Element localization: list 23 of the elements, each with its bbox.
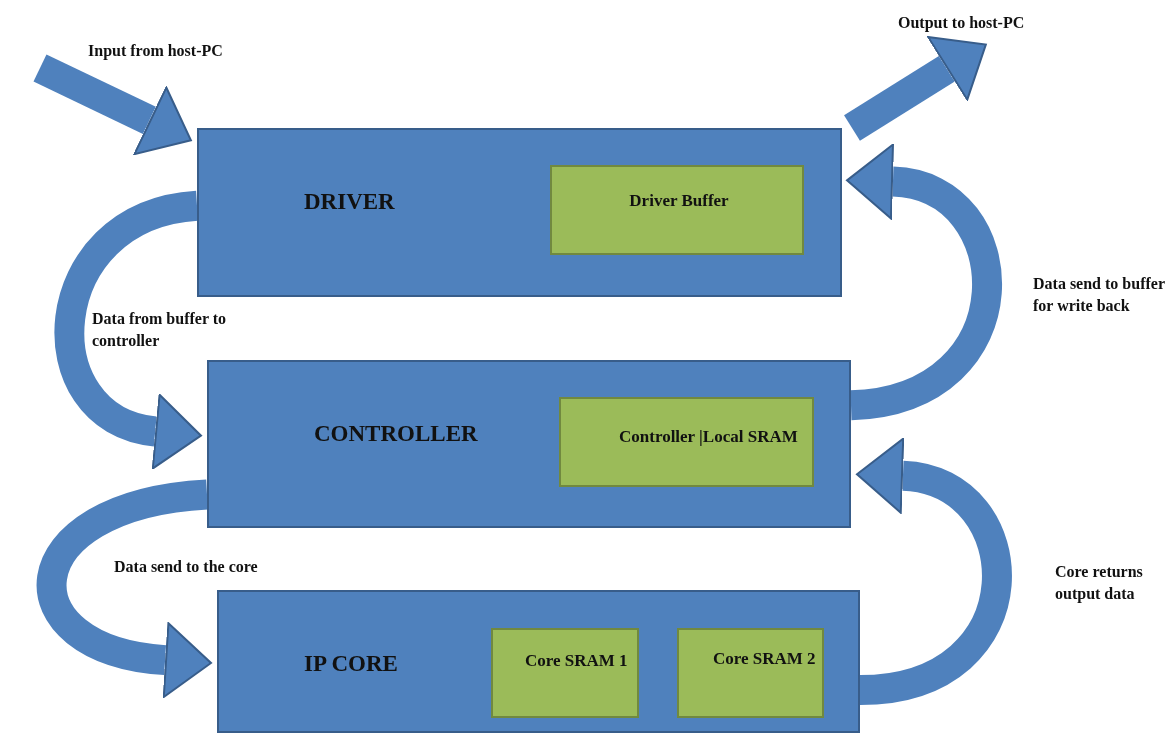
edge-label: Output to host-PC	[898, 13, 1026, 34]
edge-label: Data from buffer to controller	[92, 309, 228, 351]
block-arrow	[37, 479, 212, 698]
block-arrow	[33, 54, 192, 156]
memory-box	[491, 628, 639, 718]
memory-label: Core SRAM 1	[525, 650, 629, 672]
edge-label: Core returns output data	[1055, 562, 1144, 605]
edge-label: Input from host-PC	[88, 41, 224, 62]
component-title: CONTROLLER	[314, 420, 479, 448]
component-box	[217, 590, 860, 733]
memory-label: Controller |Local SRAM	[619, 426, 799, 448]
memory-box	[559, 397, 814, 487]
edge-label: Data send to buffer for write back	[1033, 274, 1166, 316]
memory-label: Driver Buffer	[628, 190, 730, 212]
component-title: IP CORE	[304, 650, 399, 678]
component-box	[207, 360, 851, 528]
memory-box	[677, 628, 824, 718]
component-box	[197, 128, 842, 297]
memory-label: Core SRAM 2	[713, 648, 817, 670]
block-arrow	[844, 35, 987, 141]
edge-label: Data send to the core	[114, 557, 259, 577]
component-title: DRIVER	[304, 188, 396, 216]
memory-box	[550, 165, 804, 255]
